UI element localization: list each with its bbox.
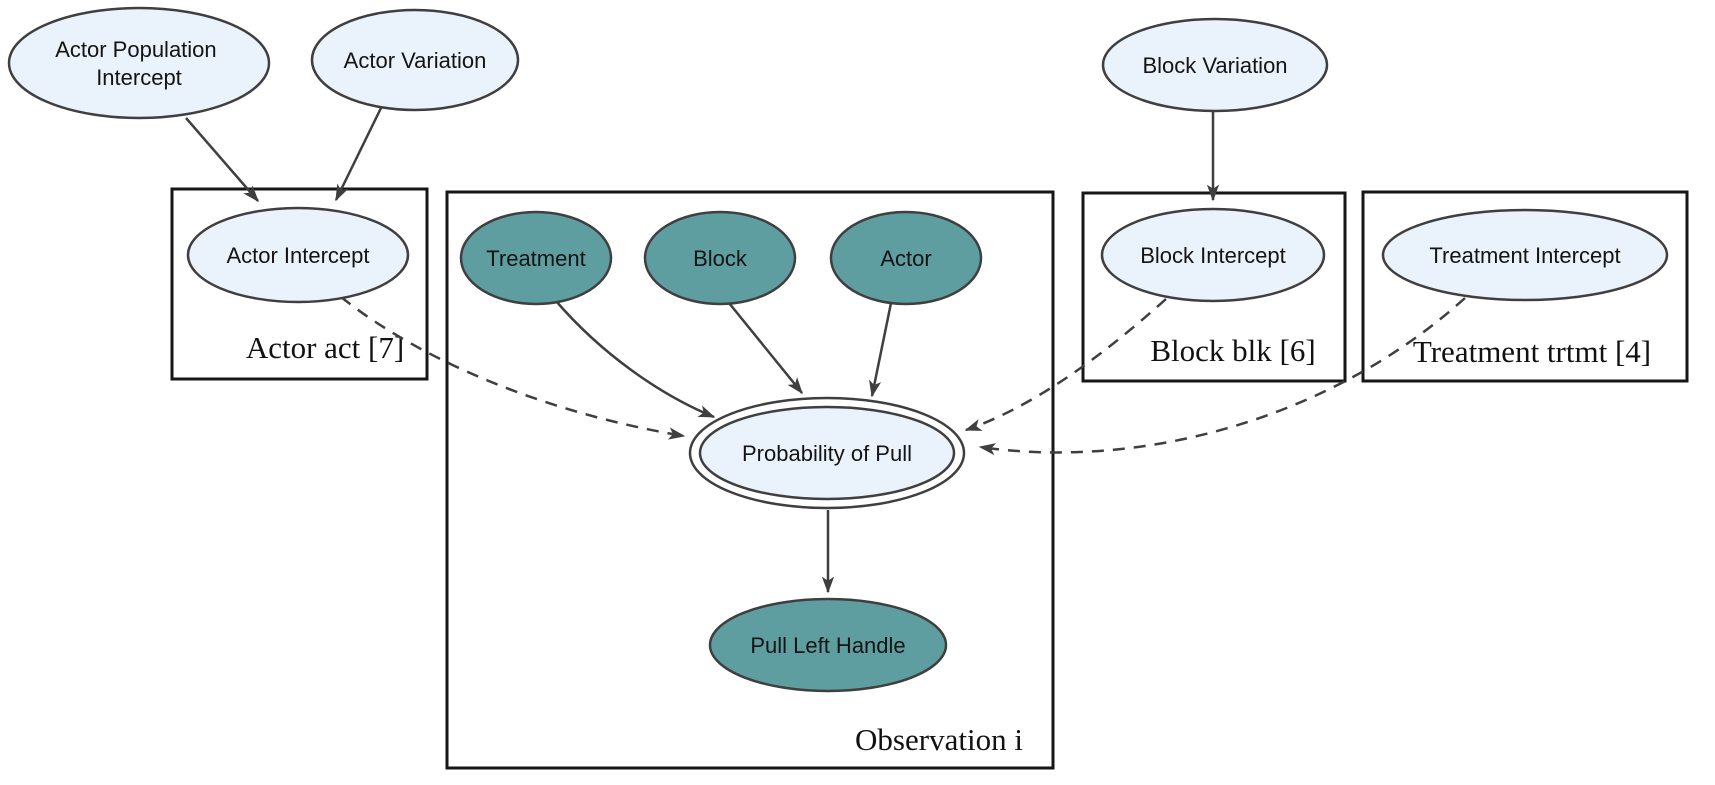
edge-actor-intercept-to-probability-of-pull-dashed: [340, 296, 686, 440]
actor-population-intercept-ellipse: [7, 6, 271, 120]
actor-variation-ellipse: [310, 8, 520, 112]
block-label: Block: [693, 246, 748, 271]
block-variation-label: Block Variation: [1142, 53, 1287, 78]
treatment-ellipse: [459, 210, 613, 306]
plate-actor: Actor act [7]: [170, 187, 429, 381]
node-actor-variation: Actor Variation: [310, 8, 520, 112]
actor-population-intercept-label: Actor Population Intercept: [55, 37, 223, 90]
plate-treatment: Treatment trtmt [4]: [1361, 190, 1689, 383]
probability-of-pull-label: Probability of Pull: [742, 441, 912, 466]
plate-treatment-label: Treatment trtmt [4]: [1413, 334, 1651, 369]
node-actor-intercept: Actor Intercept: [186, 206, 410, 304]
node-treatment-intercept: Treatment Intercept: [1381, 208, 1669, 302]
node-block-variation: Block Variation: [1101, 17, 1329, 113]
actor-intercept-ellipse: [186, 206, 410, 304]
plate-observation-border: [445, 190, 1055, 770]
treatment-intercept-ellipse: [1381, 208, 1669, 302]
plate-observation-label: Observation i: [855, 722, 1023, 757]
plate-block: Block blk [6]: [1081, 191, 1347, 383]
pull-left-handle-ellipse: [708, 597, 948, 693]
actor-label: Actor: [880, 246, 931, 271]
treatment-intercept-label: Treatment Intercept: [1429, 243, 1620, 268]
plate-block-label: Block blk [6]: [1150, 333, 1315, 368]
actor-intercept-label: Actor Intercept: [226, 243, 369, 268]
plate-observation: Observation i: [445, 190, 1055, 770]
pull-left-handle-label: Pull Left Handle: [750, 633, 905, 658]
edge-treatment-to-probability-of-pull: [555, 300, 716, 419]
node-pull-left-handle: Pull Left Handle: [708, 597, 948, 693]
actor-population-intercept-line2: Intercept: [96, 65, 182, 90]
actor-population-intercept-line1: Actor Population: [55, 37, 216, 62]
node-block: Block: [643, 210, 797, 306]
edge-block-to-probability-of-pull: [728, 302, 803, 395]
edge-actor-variation-to-actor-intercept: [334, 107, 383, 202]
block-variation-ellipse: [1101, 17, 1329, 113]
actor-variation-label: Actor Variation: [344, 48, 487, 73]
edge-actor-population-intercept-to-actor-intercept: [185, 117, 259, 203]
treatment-label: Treatment: [486, 246, 585, 271]
plate-actor-label: Actor act [7]: [246, 330, 404, 365]
edge-actor-to-probability-of-pull: [869, 302, 893, 398]
node-treatment: Treatment: [459, 210, 613, 306]
block-intercept-ellipse: [1100, 207, 1326, 303]
plate-treatment-border: [1361, 190, 1689, 383]
probability-of-pull-inner-ellipse: [698, 405, 956, 501]
block-intercept-label: Block Intercept: [1140, 243, 1286, 268]
plate-actor-border: [170, 187, 429, 381]
node-probability-of-pull: Probability of Pull: [688, 396, 966, 510]
actor-ellipse: [829, 210, 983, 306]
node-actor: Actor: [829, 210, 983, 306]
block-ellipse: [643, 210, 797, 306]
node-actor-population-intercept: Actor Population Intercept: [7, 6, 271, 120]
edge-block-intercept-to-probability-of-pull-dashed: [964, 298, 1167, 432]
node-block-intercept: Block Intercept: [1100, 207, 1326, 303]
